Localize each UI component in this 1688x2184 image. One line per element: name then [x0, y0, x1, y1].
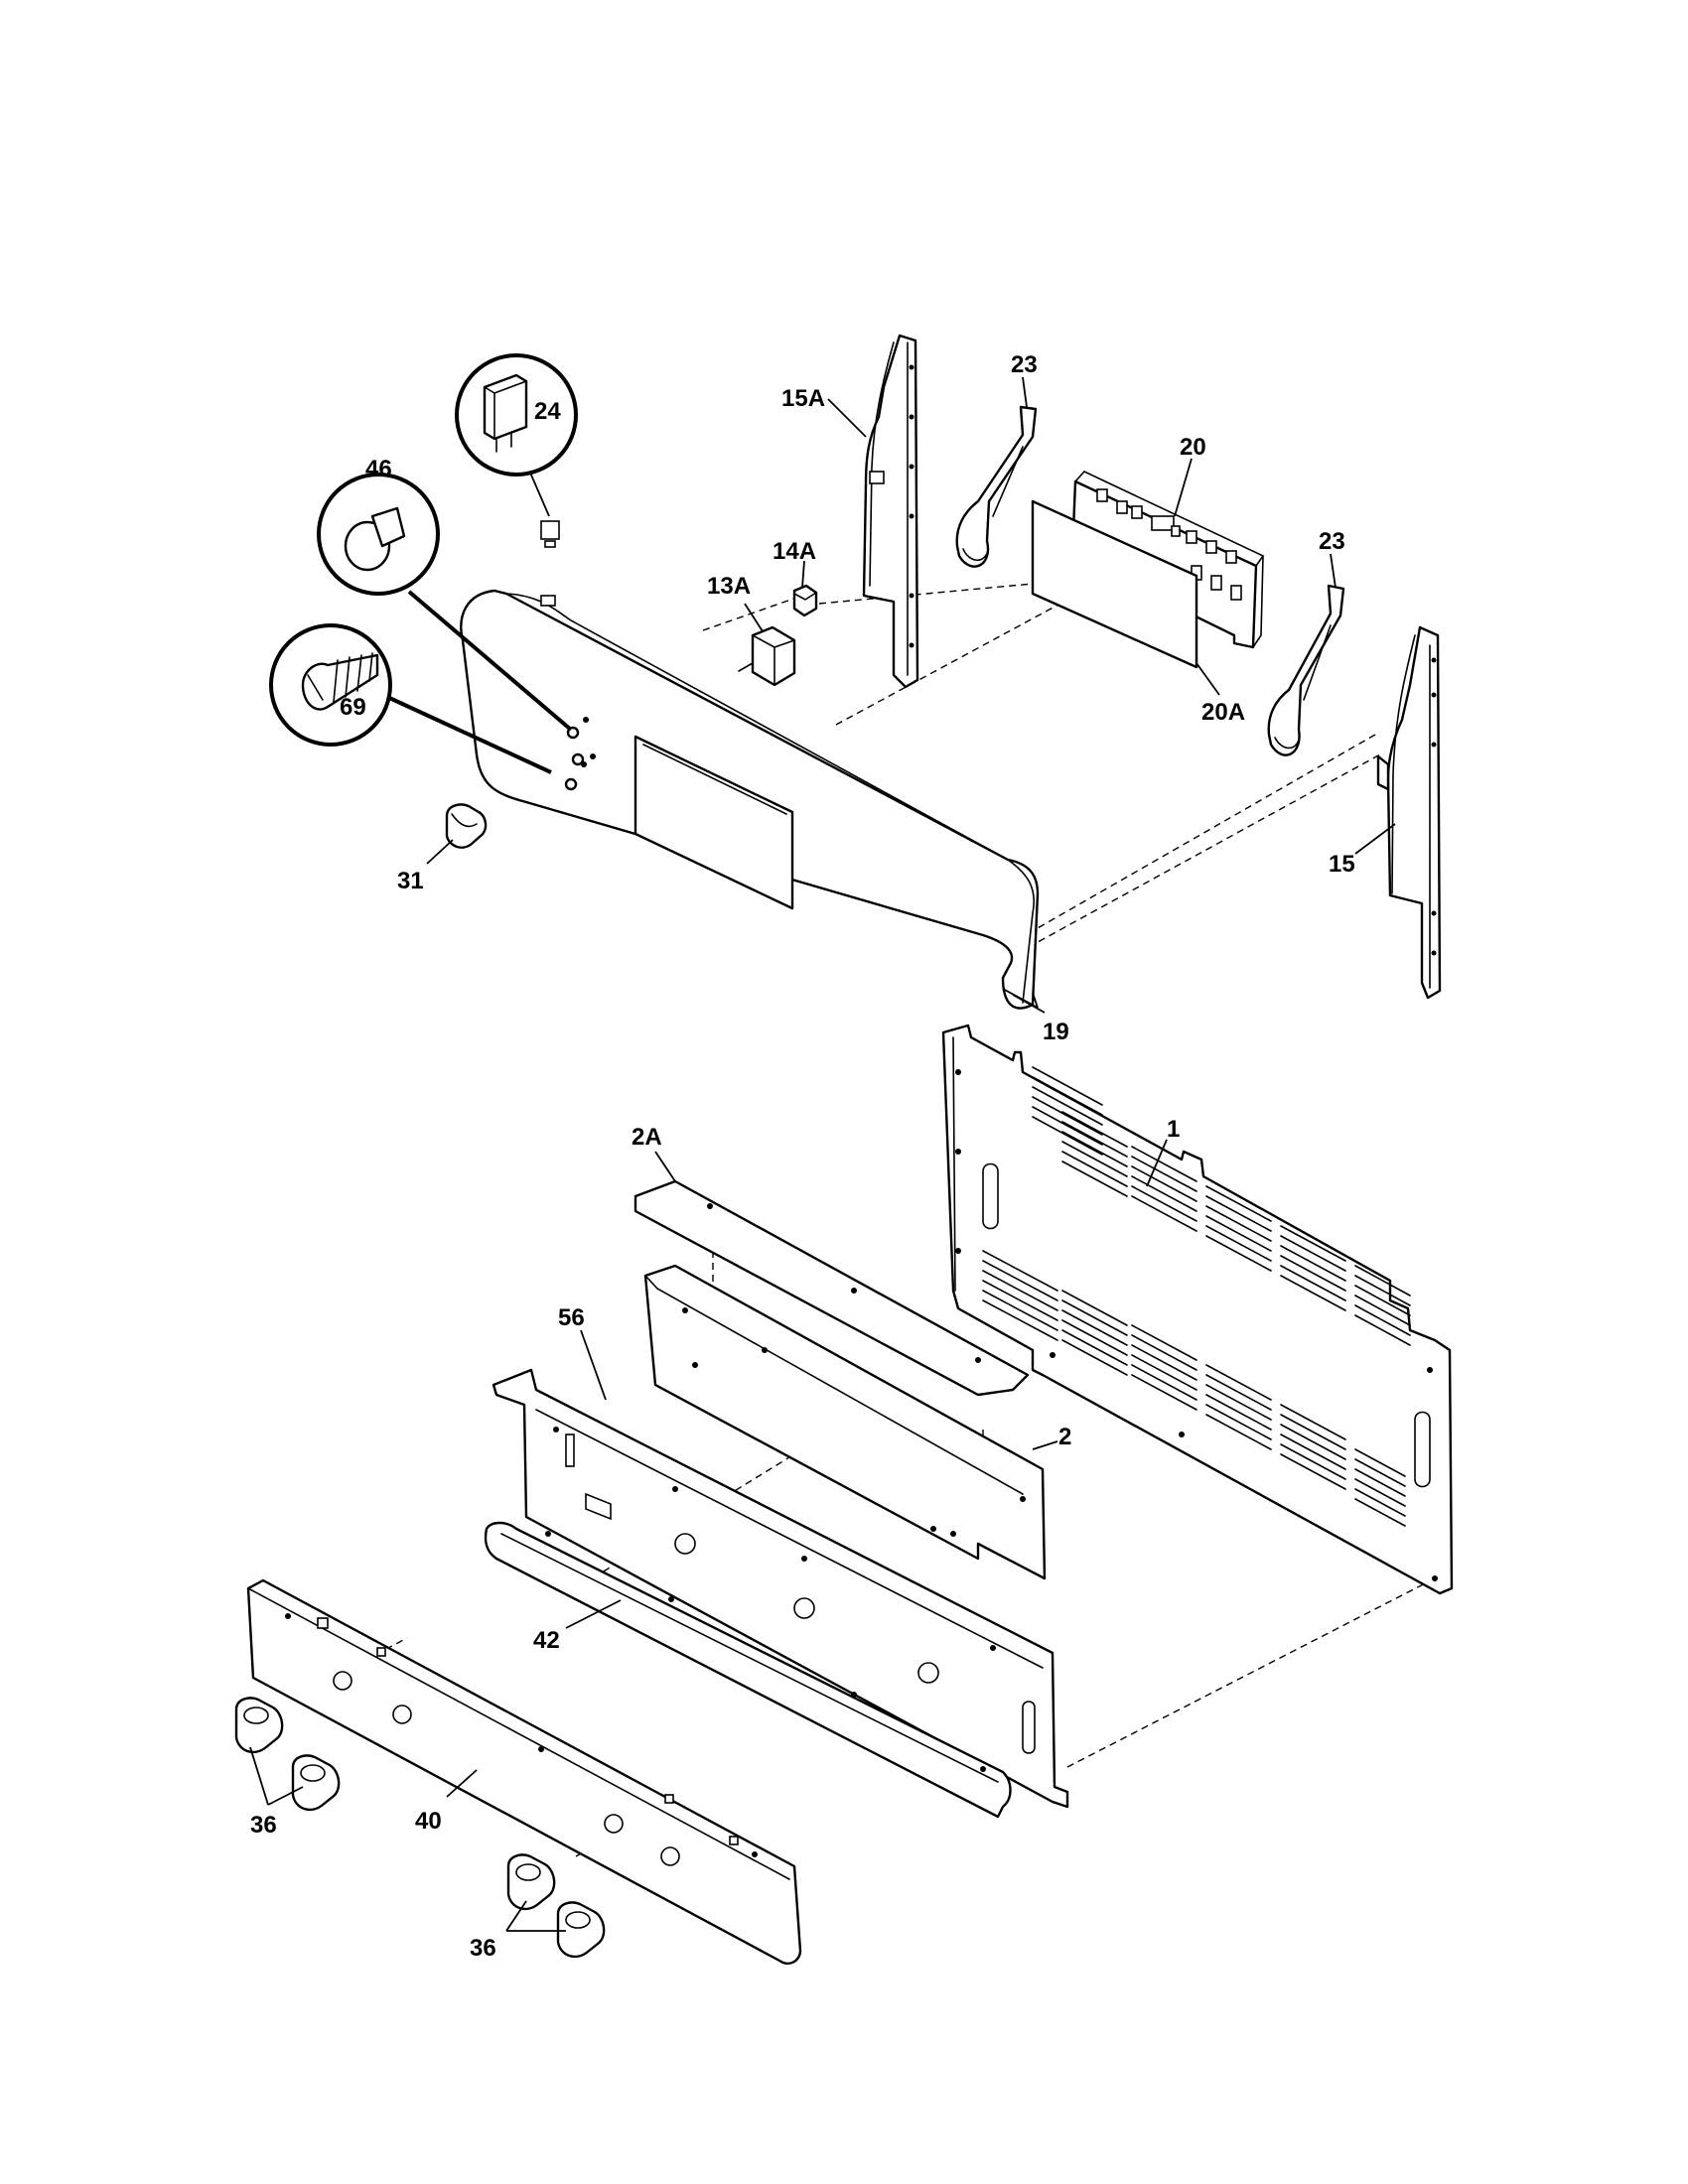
part-15-right-bracket [1376, 625, 1442, 1000]
label-part-23-left: 23 [1011, 351, 1038, 378]
label-part-13a: 13A [707, 573, 751, 600]
label-part-56: 56 [558, 1304, 585, 1331]
part-15a-left-bracket [862, 334, 919, 689]
part-23-left-clip [955, 405, 1038, 568]
leader-lines [249, 376, 1396, 1932]
label-part-24: 24 [534, 398, 561, 425]
label-part-15a: 15A [781, 385, 825, 412]
label-part-36-right: 36 [470, 1935, 496, 1962]
part-2-backguard-panel [643, 1264, 1047, 1580]
label-part-69: 69 [340, 694, 366, 721]
label-part-2: 2 [1058, 1424, 1071, 1450]
part-labels: 24 46 69 31 13A 14A 15A 23 20 23 20A 15 … [250, 351, 1355, 1962]
vent-slots [982, 1066, 1411, 1527]
label-part-19: 19 [1043, 1019, 1069, 1045]
part-13a-switch [738, 625, 796, 687]
part-19-control-panel [460, 589, 1040, 1010]
label-part-20: 20 [1180, 434, 1206, 461]
callout-24-rocker-switch [455, 353, 578, 548]
callout-46-plug-button [317, 473, 440, 596]
part-56-manifold-panel [492, 1368, 1069, 1809]
knob-36-a [234, 1697, 284, 1754]
label-part-42: 42 [533, 1627, 560, 1654]
knob-36-b [291, 1754, 341, 1812]
label-part-23-right: 23 [1319, 528, 1345, 555]
part-36-knobs [234, 1697, 606, 1959]
part-1-back-panel [941, 1024, 1454, 1595]
part-14a-small-switch [792, 584, 818, 617]
label-part-36-left: 36 [250, 1812, 277, 1839]
part-42-trim [484, 1521, 1012, 1819]
label-part-46: 46 [365, 456, 392, 482]
label-part-1: 1 [1167, 1116, 1180, 1143]
callout-69-screw [269, 623, 392, 747]
part-40-front-cover [246, 1578, 802, 1965]
label-part-20a: 20A [1201, 699, 1245, 726]
part-23-right-clip [1267, 584, 1345, 756]
part-20a-overlay [1031, 499, 1198, 669]
knob-36-d [556, 1901, 606, 1959]
label-part-40: 40 [415, 1808, 442, 1835]
label-part-15: 15 [1329, 851, 1355, 878]
label-part-2a: 2A [632, 1124, 662, 1151]
part-31-knob [445, 803, 488, 849]
knob-36-c [506, 1853, 556, 1911]
label-part-14a: 14A [773, 538, 816, 565]
label-part-31: 31 [397, 868, 424, 894]
